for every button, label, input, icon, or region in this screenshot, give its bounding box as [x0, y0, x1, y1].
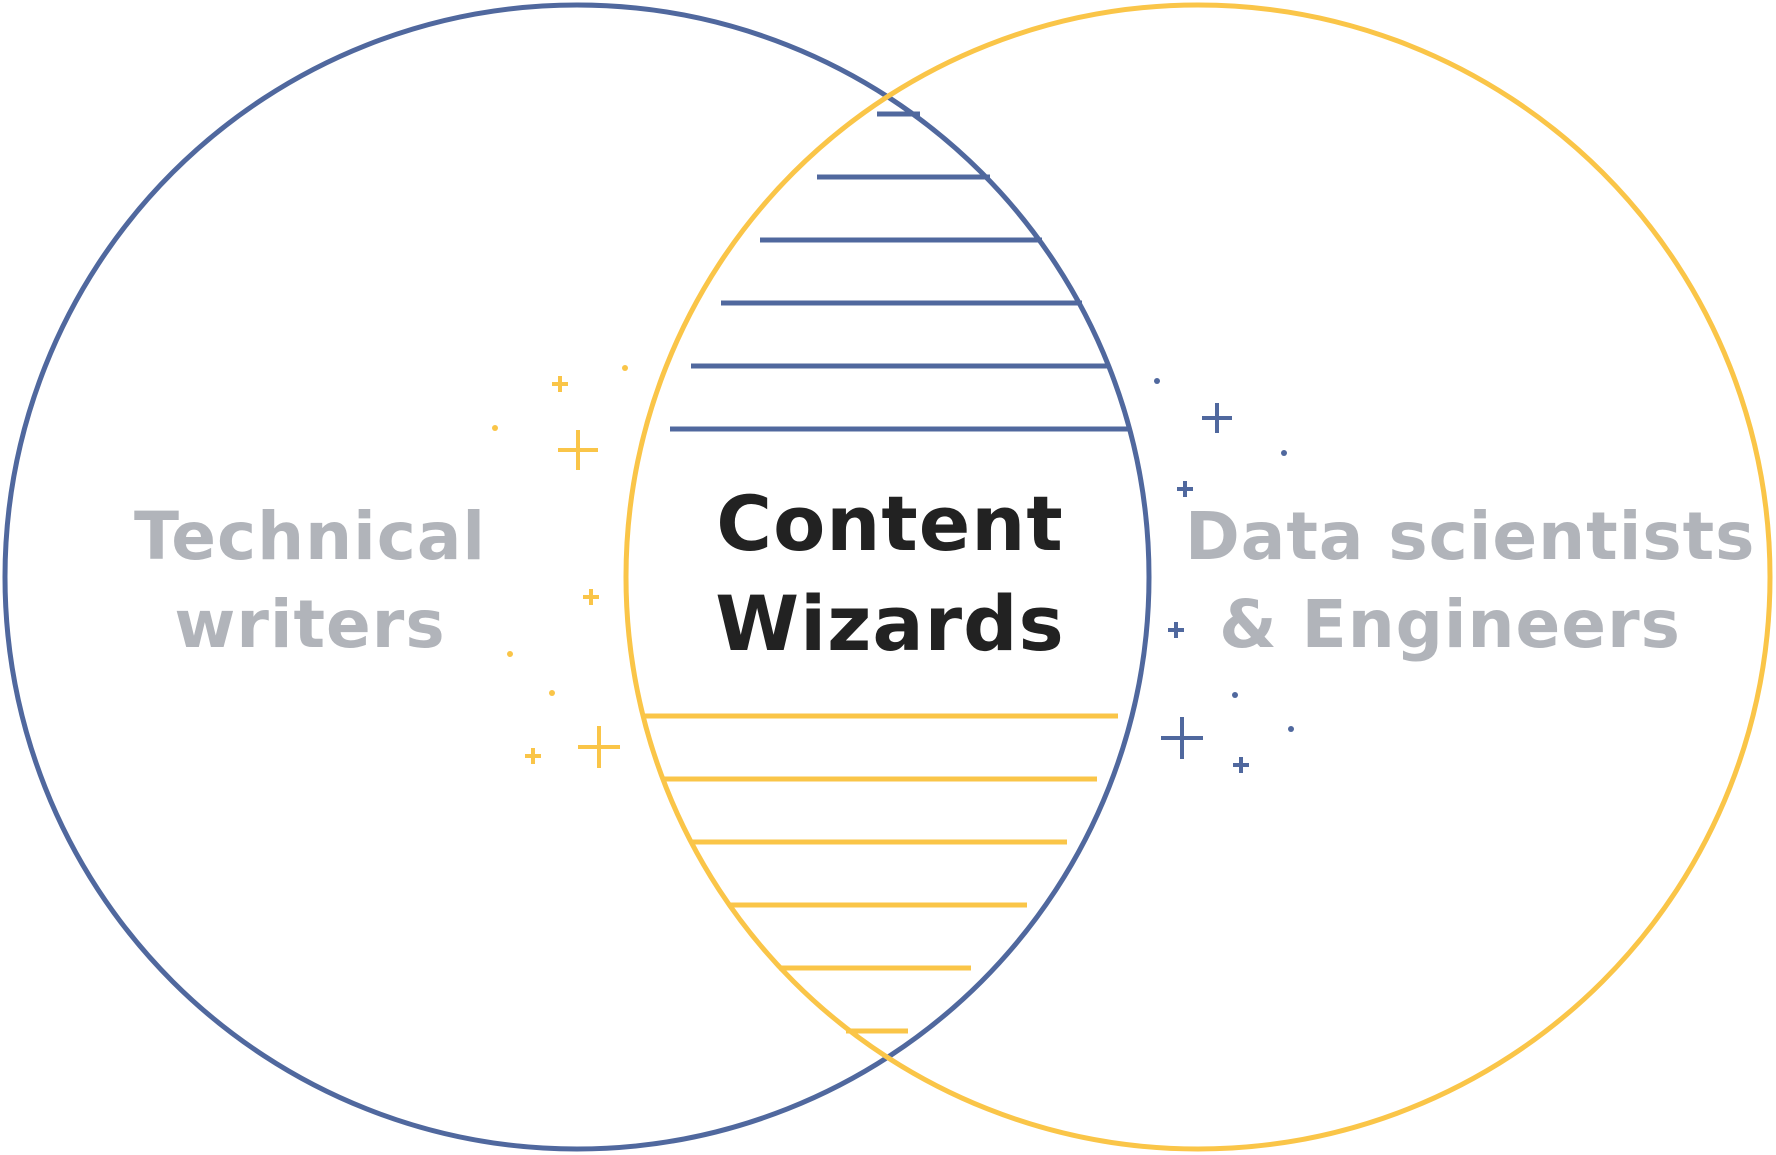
- intersection-label-line1: Content: [716, 479, 1064, 568]
- dot-icon: [1154, 378, 1160, 384]
- dot-icon: [549, 690, 555, 696]
- dot-icon: [1232, 692, 1238, 698]
- right-set-label-line2: & Engineers: [1219, 586, 1681, 663]
- dot-icon: [507, 651, 513, 657]
- dot-icon: [622, 365, 628, 371]
- plus-icon: [525, 748, 541, 764]
- plus-icon: [1202, 403, 1232, 433]
- left-set-label-line1: Technical: [133, 498, 487, 575]
- plus-icon: [583, 589, 599, 605]
- plus-icon: [1233, 757, 1249, 773]
- right-set-label-line1: Data scientists: [1185, 498, 1756, 575]
- plus-icon: [1161, 717, 1203, 759]
- plus-icon: [552, 376, 568, 392]
- intersection-label-line2: Wizards: [715, 579, 1065, 668]
- right-sparkles: [1154, 378, 1294, 773]
- dot-icon: [492, 425, 498, 431]
- dot-icon: [1281, 450, 1287, 456]
- dot-icon: [1288, 726, 1294, 732]
- upper-hatch-lines: [670, 111, 1128, 432]
- right-set-circle: [623, 2, 1773, 1152]
- plus-icon: [578, 726, 620, 768]
- right-set-label: Data scientists & Engineers: [1185, 493, 1756, 669]
- plus-icon: [558, 430, 598, 470]
- plus-icon: [1168, 622, 1184, 638]
- plus-icon: [1177, 481, 1193, 497]
- left-set-label-line2: writers: [174, 586, 446, 663]
- left-set-label: Technical writers: [90, 493, 530, 669]
- intersection-label: Content Wizards: [690, 474, 1090, 674]
- left-sparkles: [492, 365, 628, 768]
- left-set-circle: [2, 2, 1152, 1152]
- lower-hatch-lines: [642, 713, 1118, 1034]
